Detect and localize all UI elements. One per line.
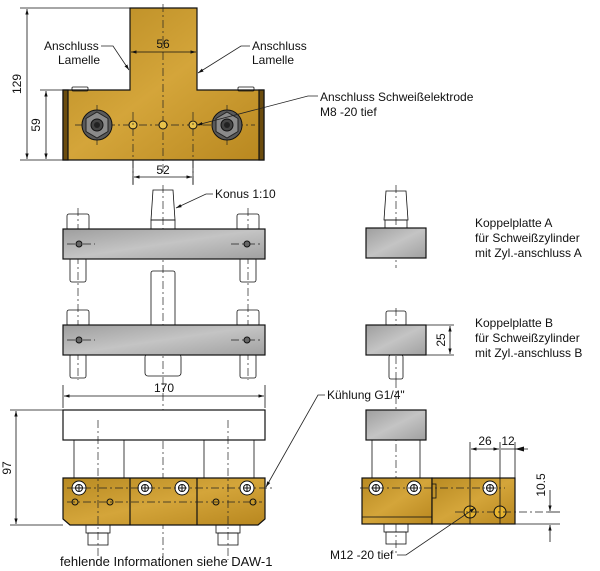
coupling-plate-b-side: 25 bbox=[365, 308, 454, 382]
top-cap-right bbox=[237, 86, 255, 92]
coupling-plate-a-side bbox=[365, 185, 427, 268]
dim-59: 59 bbox=[29, 118, 43, 132]
dim-97: 97 bbox=[0, 461, 14, 475]
label-plate-a-3: mit Zyl.-anschluss A bbox=[475, 246, 582, 260]
side-plate-left bbox=[62, 89, 69, 161]
label-plate-b-2: für Schweißzylinder bbox=[475, 331, 580, 345]
brass-base bbox=[62, 477, 266, 526]
assembly-side-view: 26 12 10.5 M12 -20 tief bbox=[330, 380, 560, 562]
label-schweisselektrode-1: Anschluss Schweißelektrode bbox=[320, 90, 474, 104]
label-anschluss-lamelle-right-1: Anschluss bbox=[252, 39, 307, 53]
dim-170: 170 bbox=[154, 381, 174, 395]
nut-connector-left bbox=[81, 109, 113, 141]
dim-26: 26 bbox=[478, 434, 492, 448]
label-kuehlung: Kühlung G1/4" bbox=[327, 388, 405, 402]
label-m12: M12 -20 tief bbox=[330, 548, 394, 562]
top-cap-left bbox=[71, 86, 89, 92]
cylinder-right bbox=[203, 439, 255, 479]
dim-56: 56 bbox=[156, 37, 170, 51]
cylinder-left bbox=[73, 439, 125, 479]
dim-25: 25 bbox=[434, 333, 448, 347]
footer-note: fehlende Informationen siehe DAW-1 bbox=[60, 554, 272, 569]
top-view: 129 59 56 52 Anschluss Lamelle Anschluss… bbox=[10, 4, 474, 185]
label-konus: Konus 1:10 bbox=[215, 187, 276, 201]
label-anschluss-lamelle-right-2: Lamelle bbox=[252, 53, 294, 67]
dim-129: 129 bbox=[10, 74, 24, 94]
dim-10-5: 10.5 bbox=[534, 473, 548, 497]
dim-52: 52 bbox=[156, 163, 170, 177]
threaded-hole bbox=[158, 120, 168, 130]
label-plate-a-1: Koppelplatte A bbox=[475, 216, 552, 230]
label-anschluss-lamelle-left-2: Lamelle bbox=[58, 53, 100, 67]
side-plate-right bbox=[258, 89, 265, 161]
label-anschluss-lamelle-left-1: Anschluss bbox=[44, 39, 99, 53]
dim-12: 12 bbox=[501, 434, 515, 448]
assembly-front-view: 170 bbox=[0, 381, 405, 560]
top-plate bbox=[62, 409, 266, 441]
coupling-plate-a-front: Konus 1:10 bbox=[62, 185, 276, 560]
label-plate-b-1: Koppelplatte B bbox=[475, 316, 553, 330]
label-plate-a-2: für Schweißzylinder bbox=[475, 231, 580, 245]
coupling-plate-b-front bbox=[62, 270, 266, 379]
label-plate-b-3: mit Zyl.-anschluss B bbox=[475, 346, 582, 360]
label-schweisselektrode-2: M8 -20 tief bbox=[320, 105, 377, 119]
